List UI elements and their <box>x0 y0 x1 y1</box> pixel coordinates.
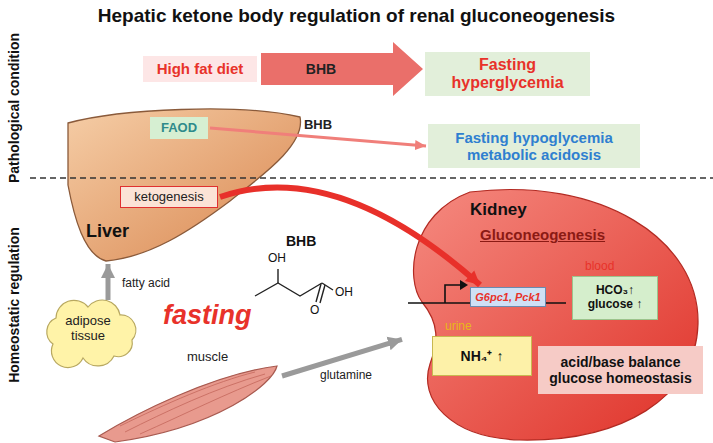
node-text: High fat diet <box>157 60 244 77</box>
edge-label: BHB <box>306 61 336 77</box>
section-label: Homeostatic regulation <box>6 227 22 383</box>
adipose-cloud: adipose tissue <box>38 298 138 360</box>
atom-label: OH <box>268 252 286 266</box>
node-text: Liver <box>86 221 129 242</box>
bhb-molecule <box>255 269 333 303</box>
node-text: NH₄⁺ ↑ <box>461 348 504 364</box>
edge-label: fatty acid <box>122 277 170 291</box>
function-box: acid/base balance glucose homeostasis <box>538 346 703 394</box>
condition-label: fasting <box>163 300 252 331</box>
node-text: ketogenesis <box>134 190 203 205</box>
node-text: muscle <box>187 350 228 365</box>
node-text: blood <box>585 260 614 274</box>
atom-label: O <box>310 304 319 318</box>
urine-box: urineNH₄⁺ ↑ <box>432 336 532 376</box>
atom-label: OH <box>335 286 353 300</box>
section-label: Pathological condition <box>6 33 22 183</box>
node-text: FAOD <box>161 121 197 136</box>
liver-organ: Liver FAOD ketogenesis <box>60 105 305 263</box>
outcome-box: Fasting hyperglycemia <box>425 52 590 96</box>
node-text: urine <box>445 320 472 334</box>
block-arrow <box>261 42 423 96</box>
edge-label: glutamine <box>320 369 372 383</box>
arrow-connector <box>106 264 111 300</box>
blood-box: bloodHCO₃↑ glucose ↑ <box>572 276 658 320</box>
ketogenesis-box: ketogenesis <box>120 186 218 208</box>
node-text: acid/base balance glucose homeostasis <box>544 354 697 386</box>
node-text: HCO₃↑ glucose ↑ <box>573 284 657 312</box>
node-text: G6pc1, Pck1 <box>475 291 540 304</box>
kidney-organ: KidneyGluconeogenesisG6pc1, Pck1bloodHCO… <box>400 184 705 443</box>
organ-outline <box>400 184 705 443</box>
node-text: Fasting hypoglycemia metabolic acidosis <box>434 129 634 164</box>
figure-title: Hepatic ketone body regulation of renal … <box>0 5 713 27</box>
molecule-name: BHB <box>286 233 316 249</box>
organ-outline <box>95 352 280 440</box>
muscle-illustration: muscle <box>95 352 280 440</box>
outcome-box: Fasting hypoglycemia metabolic acidosis <box>428 124 640 168</box>
edge-label: BHB <box>304 118 332 133</box>
cause-box: High fat diet <box>143 56 257 82</box>
node-text: adipose tissue <box>52 314 124 344</box>
node-text: Fasting hyperglycemia <box>425 56 590 93</box>
gene-box: G6pc1, Pck1 <box>470 287 546 307</box>
faod-box: FAOD <box>150 117 208 139</box>
node-text: Gluconeogenesis <box>480 226 605 243</box>
node-text: Kidney <box>470 200 527 220</box>
bhb-up-arrow <box>350 55 366 78</box>
